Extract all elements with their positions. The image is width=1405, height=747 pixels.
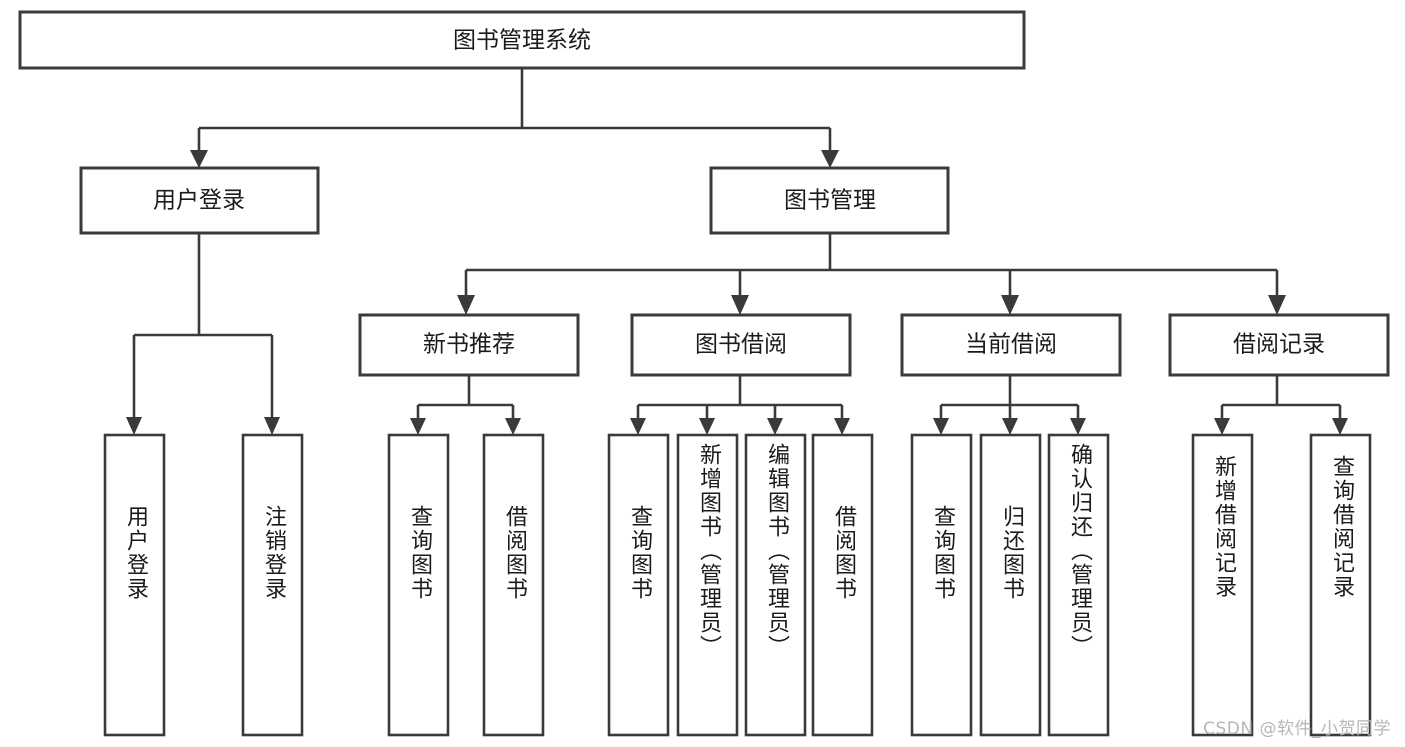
leaf-box-cb-confirm[interactable] xyxy=(1047,433,1110,737)
arrow-br-to-add xyxy=(1214,418,1230,435)
csdn-watermark: CSDN @软件_小贺同学 xyxy=(1203,719,1391,739)
node-book-borrow[interactable]: 图书借阅 xyxy=(630,313,852,377)
node-book-manage[interactable]: 图书管理 xyxy=(709,166,950,235)
node-book-borrow-box[interactable] xyxy=(630,313,852,377)
arrow-user-login-to-logout xyxy=(264,417,280,435)
leaf-box-nbr-borrow[interactable] xyxy=(482,433,545,737)
arrow-bb-to-edit xyxy=(767,418,783,435)
arrow-bm-to-new-book-rec xyxy=(457,295,475,315)
node-current-borrow-box[interactable] xyxy=(900,313,1122,377)
arrow-bm-to-current-borrow xyxy=(1001,295,1019,315)
arrow-root-to-user-login xyxy=(190,150,208,168)
node-new-book-rec-label: 新书推荐 xyxy=(423,332,515,358)
node-borrow-record-box[interactable] xyxy=(1168,313,1390,377)
arrow-bb-to-query xyxy=(630,418,646,435)
leaf-box-nbr-query[interactable] xyxy=(387,433,450,737)
arrow-br-to-query xyxy=(1332,418,1348,435)
node-user-login[interactable]: 用户登录 xyxy=(79,166,320,235)
arrow-bb-to-add xyxy=(699,418,715,435)
leaf-box-layer xyxy=(103,433,1372,737)
leaf-box-cb-query[interactable] xyxy=(910,433,973,737)
arrow-cb-to-confirm xyxy=(1070,418,1086,435)
node-root[interactable]: 图书管理系统 xyxy=(18,10,1026,70)
leaf-box-logout[interactable] xyxy=(241,433,304,737)
arrow-cb-to-query xyxy=(933,418,949,435)
arrow-nbr-to-borrow xyxy=(505,418,521,435)
arrow-user-login-to-login xyxy=(126,417,142,435)
leaf-box-login[interactable] xyxy=(103,433,166,737)
node-user-login-label: 用户登录 xyxy=(153,188,245,214)
node-book-manage-label: 图书管理 xyxy=(784,188,876,214)
arrow-cb-to-return xyxy=(1002,418,1018,435)
arrow-nbr-to-query xyxy=(410,418,426,435)
arrow-bb-to-borrow xyxy=(834,418,850,435)
arrow-bm-to-book-borrow xyxy=(731,295,749,315)
leaf-box-bb-borrow[interactable] xyxy=(811,433,874,737)
node-new-book-rec[interactable]: 新书推荐 xyxy=(358,313,580,377)
node-root-label: 图书管理系统 xyxy=(453,28,591,54)
leaf-box-cb-return[interactable] xyxy=(979,433,1042,737)
node-borrow-record[interactable]: 借阅记录 xyxy=(1168,313,1390,377)
node-new-book-rec-box[interactable] xyxy=(358,313,580,377)
leaf-box-bb-query[interactable] xyxy=(607,433,670,737)
node-borrow-record-label: 借阅记录 xyxy=(1233,332,1325,358)
leaf-box-br-query[interactable] xyxy=(1309,433,1372,737)
leaf-box-bb-edit[interactable] xyxy=(744,433,807,737)
arrow-root-to-book-manage xyxy=(821,150,839,168)
node-user-login-box[interactable] xyxy=(79,166,320,235)
node-current-borrow[interactable]: 当前借阅 xyxy=(900,313,1122,377)
leaf-box-br-add[interactable] xyxy=(1191,433,1254,737)
node-root-box[interactable] xyxy=(18,10,1026,70)
node-book-borrow-label: 图书借阅 xyxy=(695,332,787,358)
arrow-bm-to-borrow-record xyxy=(1268,295,1286,315)
leaf-box-bb-add[interactable] xyxy=(676,433,739,737)
node-current-borrow-label: 当前借阅 xyxy=(965,332,1057,358)
connector-layer xyxy=(126,68,1348,435)
node-book-manage-box[interactable] xyxy=(709,166,950,235)
